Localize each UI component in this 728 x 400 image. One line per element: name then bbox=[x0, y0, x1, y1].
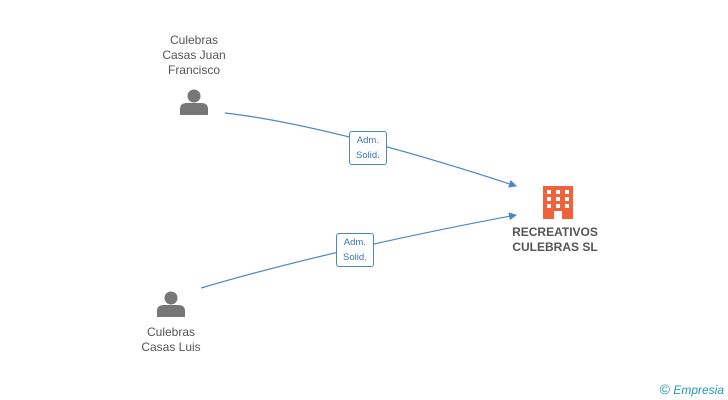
brand-name: Empresia bbox=[673, 383, 724, 397]
building-icon[interactable] bbox=[543, 186, 573, 219]
person-icon[interactable] bbox=[180, 89, 208, 116]
person-name-label[interactable]: Culebras Casas Juan Francisco bbox=[162, 33, 226, 77]
edge-role-label: Adm. Solid. bbox=[349, 131, 387, 165]
copyright-icon: © bbox=[659, 381, 670, 397]
company-name-label[interactable]: RECREATIVOS CULEBRAS SL bbox=[512, 225, 598, 254]
person-name-label[interactable]: Culebras Casas Luis bbox=[141, 325, 201, 354]
edge-role-label: Adm. Solid. bbox=[336, 233, 374, 267]
person-icon[interactable] bbox=[157, 291, 185, 318]
brand-watermark: © Empresia bbox=[660, 381, 724, 397]
